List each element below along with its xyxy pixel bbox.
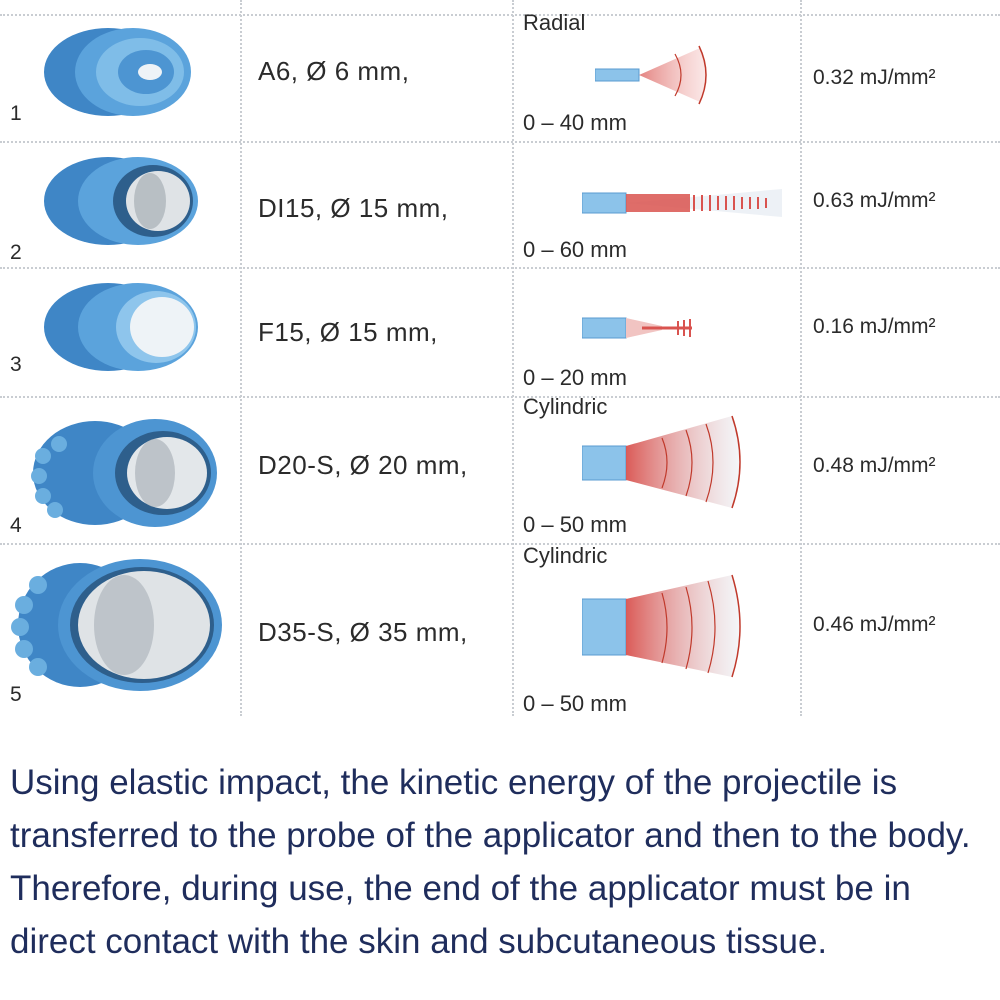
radial-wave-icon <box>595 45 707 105</box>
cylindric-wave-icon <box>582 415 741 509</box>
applicator-name: A6, Ø 6 mm, <box>258 56 410 86</box>
applicator-d35s-image <box>11 559 222 691</box>
row-number: 1 <box>10 102 22 125</box>
row-number: 2 <box>10 241 22 264</box>
wave-type-label: Cylindric <box>523 394 608 419</box>
table-row: 2 DI15, Ø 15 mm, 0 – 60 mm 0.63 mJ/mm² <box>0 141 1000 267</box>
row-divider <box>0 141 1000 143</box>
energy-flux-density: 0.32 mJ/mm² <box>813 66 936 89</box>
applicator-di15-image <box>44 157 198 245</box>
column-divider <box>800 0 802 716</box>
applicator-table: 1 A6, Ø 6 mm, Radial 0 – 40 mm 0.32 mJ/m… <box>0 0 1000 716</box>
column-divider <box>512 0 514 716</box>
cylindric-wave-icon <box>582 574 741 678</box>
applicator-a6-image <box>44 28 191 116</box>
applicator-name: D35-S, Ø 35 mm, <box>258 617 468 647</box>
applicator-name: D20-S, Ø 20 mm, <box>258 450 468 480</box>
range-label: 0 – 50 mm <box>523 512 627 537</box>
table-row: 1 A6, Ø 6 mm, Radial 0 – 40 mm 0.32 mJ/m… <box>0 0 1000 141</box>
range-label: 0 – 50 mm <box>523 691 627 716</box>
applicator-name: DI15, Ø 15 mm, <box>258 193 449 223</box>
row-number: 5 <box>10 683 22 706</box>
focused-wave-icon <box>582 317 692 339</box>
row-divider <box>0 396 1000 398</box>
row-number: 4 <box>10 514 22 537</box>
applicator-f15-image <box>44 283 198 371</box>
wave-type-label: Radial <box>523 10 586 35</box>
applicator-d20s-image <box>31 419 217 527</box>
wave-type-label: Cylindric <box>523 543 608 568</box>
row-divider <box>0 543 1000 545</box>
column-divider <box>240 0 242 716</box>
range-label: 0 – 40 mm <box>523 110 627 135</box>
range-label: 0 – 60 mm <box>523 237 627 262</box>
energy-flux-density: 0.16 mJ/mm² <box>813 315 936 338</box>
table-row: 5 D35-S, Ø 35 mm, Cylindric 0 – 50 mm 0.… <box>0 543 1000 716</box>
row-divider <box>0 14 1000 16</box>
focused-wave-icon <box>582 189 782 217</box>
table-row: 4 D20-S, Ø 20 mm, Cylindric 0 – 50 mm 0.… <box>0 394 1000 543</box>
table-row: 3 F15, Ø 15 mm, 0 – 20 mm 0.16 mJ/mm² <box>0 267 1000 396</box>
energy-flux-density: 0.63 mJ/mm² <box>813 189 936 212</box>
row-divider <box>0 267 1000 269</box>
energy-flux-density: 0.46 mJ/mm² <box>813 613 936 636</box>
description-caption: Using elastic impact, the kinetic energy… <box>10 763 971 961</box>
range-label: 0 – 20 mm <box>523 365 627 390</box>
row-number: 3 <box>10 353 22 376</box>
energy-flux-density: 0.48 mJ/mm² <box>813 454 936 477</box>
applicator-name: F15, Ø 15 mm, <box>258 317 438 347</box>
